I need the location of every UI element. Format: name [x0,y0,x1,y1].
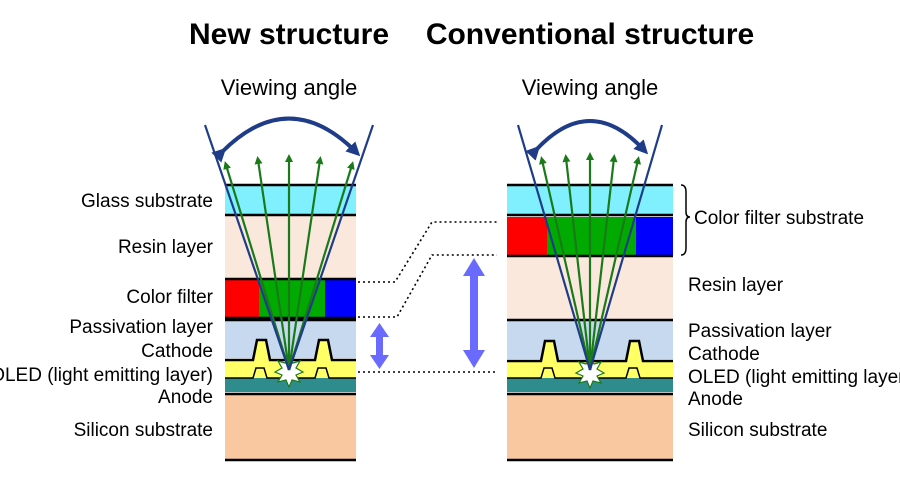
conv-viewing-angle-lines [516,124,664,371]
new-structure-labels: Glass substrate Resin layer Color filter… [0,191,214,441]
label-cathode: Cathode [141,341,213,362]
label-glass-substrate: Glass substrate [81,191,213,212]
light-emission-burst [273,354,305,389]
label-color-filter: Color filter [126,287,213,308]
conv-color-filter-red [507,217,547,255]
conv-viewing-angle-label: Viewing angle [522,75,659,100]
short-gap-arrow [370,323,389,369]
conv-color-filter-blue [636,217,673,255]
conv-silicon-substrate-layer [507,394,673,460]
viewing-angle-lines [203,124,375,371]
title-conventional-structure: Conventional structure [426,18,754,51]
glass-substrate-layer [225,185,356,215]
viewing-angle-arc [211,116,361,163]
gap-arrows [370,258,485,369]
viewing-angle-label: Viewing angle [221,75,358,100]
dotted-connectors [358,221,497,373]
conv-viewing-angle-arc [525,119,649,161]
label-anode: Anode [158,387,213,408]
label-passivation-layer: Passivation layer [69,317,213,338]
conv-label-oled: OLED (light emitting layer) [688,367,900,388]
label-silicon-substrate: Silicon substrate [74,420,213,441]
label-oled: OLED (light emitting layer) [0,365,213,386]
conventional-structure-stack: Viewing angle [507,75,673,462]
label-color-filter-substrate: Color filter substrate [694,208,864,229]
conv-light-emission-burst [574,355,606,390]
conv-label-anode: Anode [688,389,743,410]
new-structure-stack: Viewing angle [203,75,375,462]
conv-light-rays [538,152,642,371]
passivation-layer [225,320,356,358]
long-gap-arrow [463,258,485,368]
color-filter-substrate-bracket [680,184,691,256]
conventional-structure-labels: Color filter substrate Resin layer Passi… [688,208,900,441]
conv-label-silicon-substrate: Silicon substrate [688,420,827,441]
color-filter-red [225,280,259,317]
conv-label-cathode: Cathode [688,344,760,365]
silicon-substrate-layer [225,394,356,460]
conv-label-resin-layer: Resin layer [688,275,784,296]
conv-label-passivation-layer: Passivation layer [688,321,832,342]
title-new-structure: New structure [189,18,389,51]
light-rays [223,154,355,371]
color-filter-blue [325,280,356,317]
label-resin-layer: Resin layer [118,237,214,258]
